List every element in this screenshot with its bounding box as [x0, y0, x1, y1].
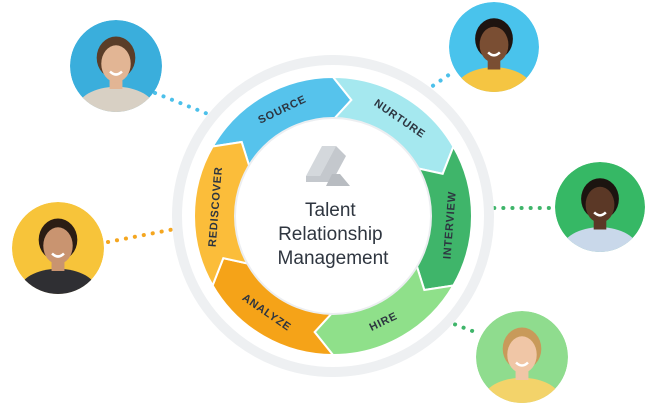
avatars	[12, 2, 645, 403]
person-top-right-avatar	[449, 2, 539, 92]
connector-bottom-right	[436, 316, 477, 334]
person-bottom-right-avatar	[476, 311, 568, 403]
stage-label-interview: INTERVIEW	[441, 191, 458, 260]
person-left-avatar	[12, 202, 104, 294]
person-top-left-avatar	[70, 20, 162, 112]
center-title: Talent Relationship Management	[278, 200, 390, 269]
center-title-line-3: Management	[278, 248, 390, 269]
brand-logo	[306, 146, 350, 186]
connector-top-left	[153, 91, 220, 120]
connector-top-right	[416, 70, 455, 98]
center-title-line-1: Talent	[305, 200, 356, 221]
person-right-avatar	[555, 162, 645, 252]
connector-lines	[106, 70, 555, 334]
center-title-line-2: Relationship	[278, 224, 383, 245]
center-disc	[234, 117, 432, 315]
connector-left	[106, 226, 182, 244]
